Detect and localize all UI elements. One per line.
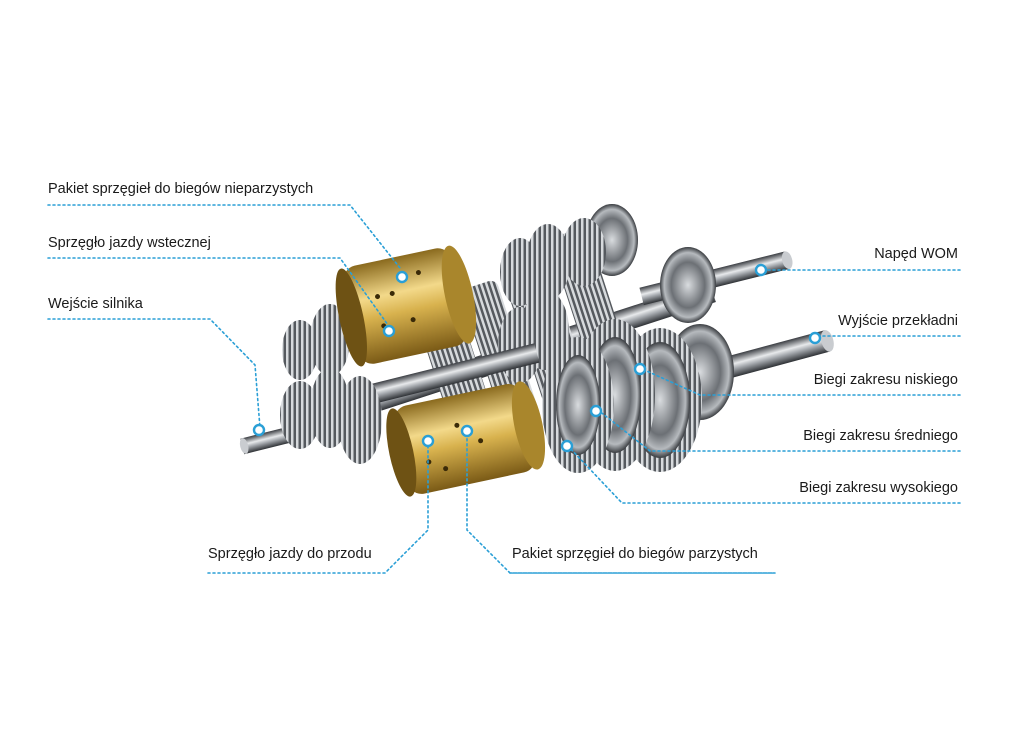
leader-even-clutch-pack [466, 430, 775, 574]
label-mid-range-gears: Biegi zakresu średniego [803, 428, 958, 444]
ring-marker-icon [808, 331, 822, 345]
ring-marker-icon [460, 424, 474, 438]
leader-low-range [639, 367, 961, 396]
ring-marker-icon [252, 423, 266, 437]
ring-marker-icon [421, 434, 435, 448]
leader-reverse-clutch [47, 257, 389, 326]
label-pto-drive: Napęd WOM [874, 246, 958, 262]
label-reverse-clutch: Sprzęgło jazdy wstecznej [48, 235, 211, 251]
leader-high-range [567, 445, 961, 504]
label-low-range-gears: Biegi zakresu niskiego [813, 372, 958, 388]
label-odd-clutch-pack: Pakiet sprzęgieł do biegów nieparzystych [48, 181, 314, 197]
ring-marker-icon [754, 263, 768, 277]
label-even-clutch-pack: Pakiet sprzęgieł do biegów parzystych [512, 546, 758, 562]
label-transmission-output: Wyjście przekładni [838, 313, 958, 329]
ring-marker-icon [633, 362, 647, 376]
leader-engine-input [47, 318, 261, 429]
label-engine-input: Wejście silnika [48, 296, 143, 312]
callout-markers [252, 263, 822, 453]
leader-forward-clutch [207, 441, 429, 574]
leader-lines [47, 204, 961, 574]
leader-odd-clutch-pack [47, 204, 401, 269]
label-high-range-gears: Biegi zakresu wysokiego [799, 480, 958, 496]
ring-marker-icon [395, 270, 409, 284]
ring-marker-icon [560, 439, 574, 453]
leader-mid-range [597, 409, 961, 452]
ring-marker-icon [589, 404, 603, 418]
gearbox-body [239, 204, 834, 497]
ring-marker-icon [382, 324, 396, 338]
label-forward-clutch: Sprzęgło jazdy do przodu [208, 546, 372, 562]
